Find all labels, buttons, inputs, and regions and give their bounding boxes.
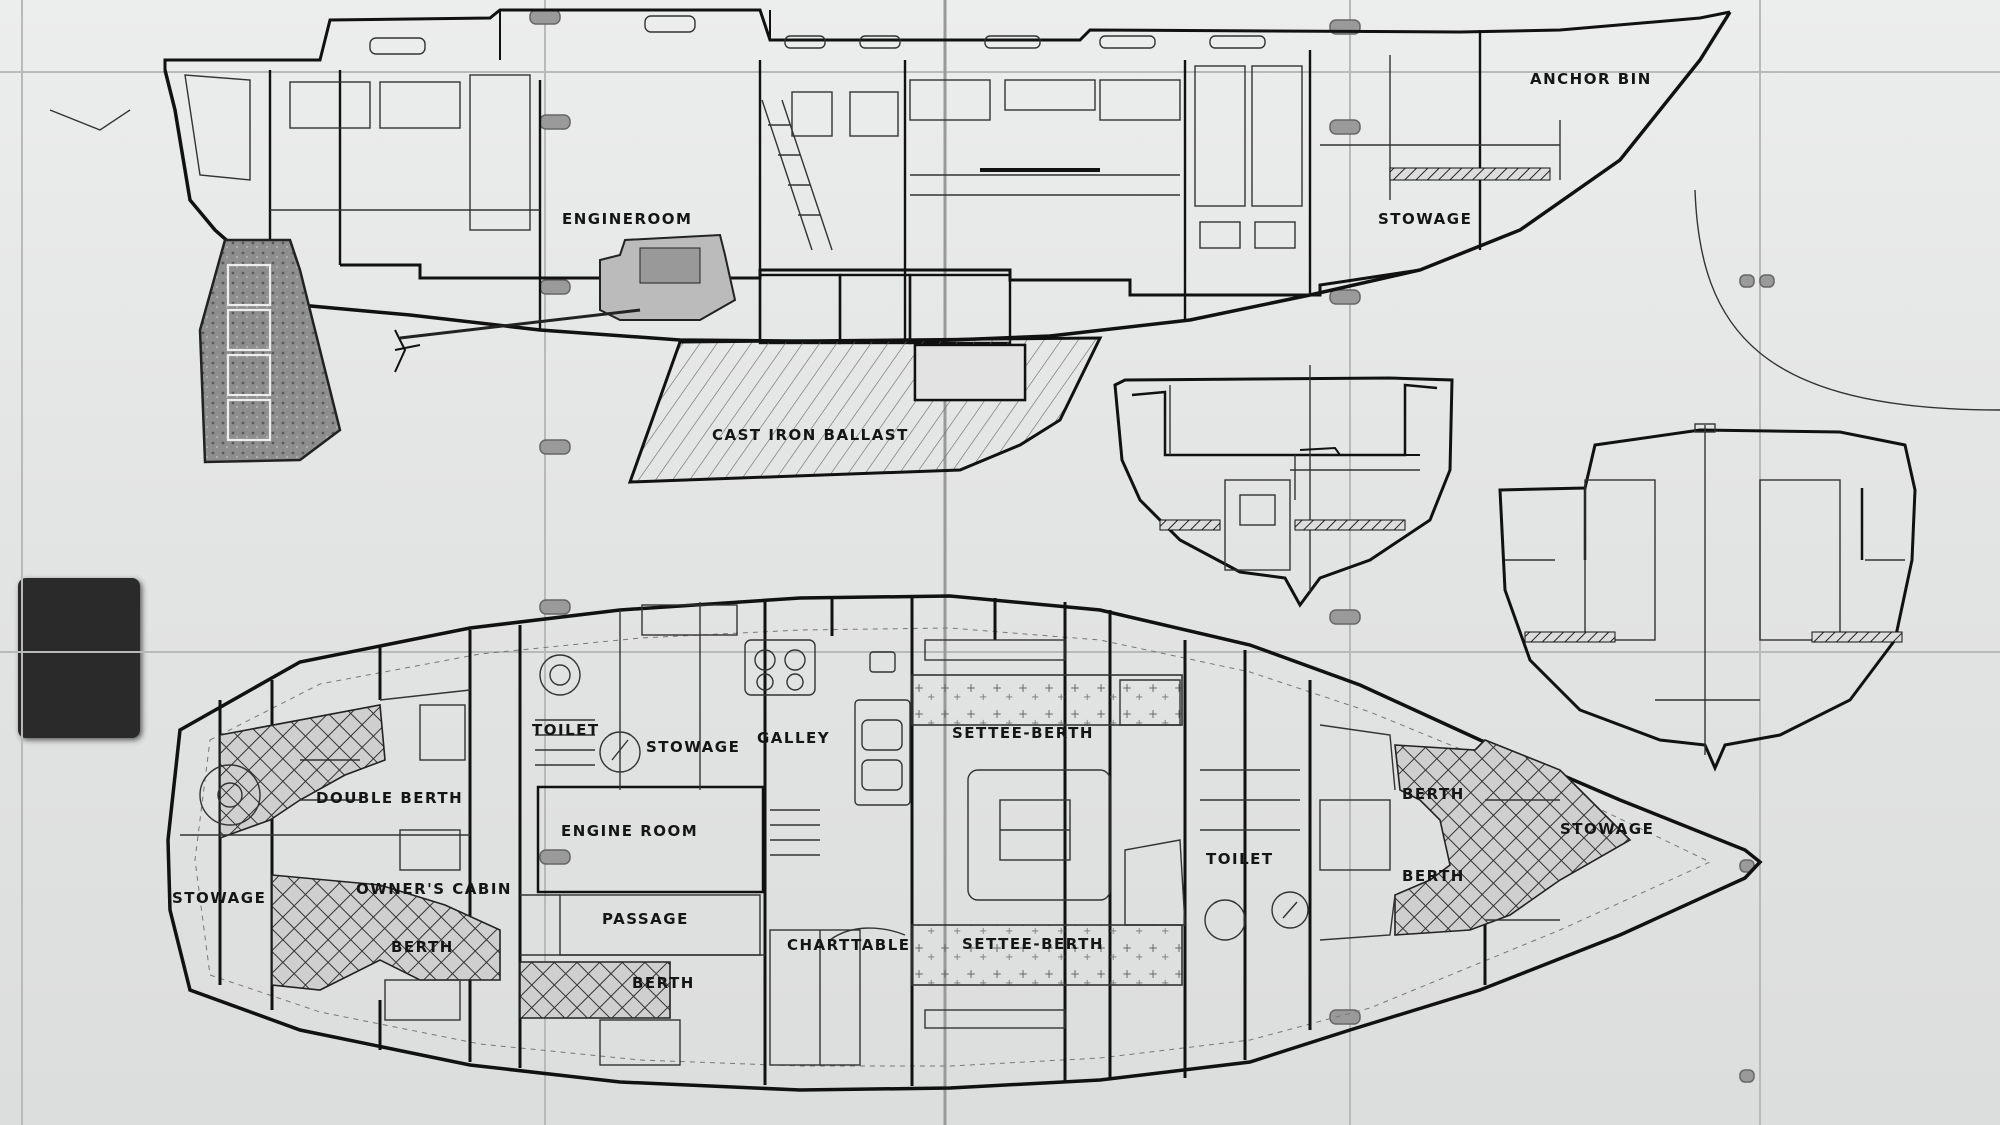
companion-ladder bbox=[761, 99, 833, 251]
label-anchor-bin: ANCHOR BIN bbox=[1530, 70, 1652, 88]
label-berth-owner: BERTH bbox=[391, 938, 454, 956]
cross-section-large bbox=[1498, 423, 1917, 772]
plan-hull-outline bbox=[166, 594, 1763, 1092]
label-galley: GALLEY bbox=[757, 729, 830, 747]
label-berth-fwd-lower: BERTH bbox=[1402, 867, 1465, 885]
binding-clips bbox=[529, 9, 1775, 1083]
label-toilet-fwd: TOILET bbox=[1206, 850, 1274, 868]
label-toilet-aft: TOILET bbox=[532, 721, 600, 739]
label-settee-berth-port: SETTEE-BERTH bbox=[952, 724, 1094, 742]
label-settee-berth-stbd: SETTEE-BERTH bbox=[962, 935, 1104, 953]
quarter-berth-cushion bbox=[519, 961, 671, 1019]
label-owners-cabin: OWNER'S CABIN bbox=[356, 880, 512, 898]
label-cast-iron-ballast: CAST IRON BALLAST bbox=[712, 426, 909, 444]
profile-section: ENGINEROOM ANCHOR BIN STOWAGE CAST IRON … bbox=[49, 8, 1732, 484]
label-stowage-mid: STOWAGE bbox=[646, 738, 740, 756]
settee-stbd bbox=[911, 924, 1183, 986]
label-stowage-aft: STOWAGE bbox=[172, 889, 266, 907]
label-berth-quarter: BERTH bbox=[632, 974, 695, 992]
label-double-berth: DOUBLE BERTH bbox=[316, 789, 463, 807]
cross-section-small bbox=[1113, 365, 1454, 608]
label-engine-room: ENGINE ROOM bbox=[561, 822, 698, 840]
aft-toilet-fittings bbox=[535, 654, 641, 773]
saloon-table bbox=[967, 769, 1111, 901]
engine-profile bbox=[399, 233, 737, 340]
fwd-toilet-fittings bbox=[1200, 769, 1309, 941]
plan-view: TOILET STOWAGE GALLEY SETTEE-BERTH DOUBL… bbox=[166, 594, 1763, 1092]
label-charttable: CHARTTABLE bbox=[787, 936, 911, 954]
fwd-vberth-cushion bbox=[1394, 739, 1632, 936]
label-berth-fwd-upper: BERTH bbox=[1402, 785, 1465, 803]
ballast-keel bbox=[627, 336, 1103, 484]
settee-port bbox=[911, 674, 1183, 726]
label-passage: PASSAGE bbox=[602, 910, 689, 928]
double-berth-cushion bbox=[219, 704, 386, 840]
label-engineroom: ENGINEROOM bbox=[562, 210, 692, 228]
galley-fittings bbox=[744, 639, 911, 806]
portlights bbox=[369, 15, 1266, 55]
binder-tab bbox=[18, 578, 140, 738]
label-stowage-fwd: STOWAGE bbox=[1560, 820, 1654, 838]
label-stowage-profile: STOWAGE bbox=[1378, 210, 1472, 228]
